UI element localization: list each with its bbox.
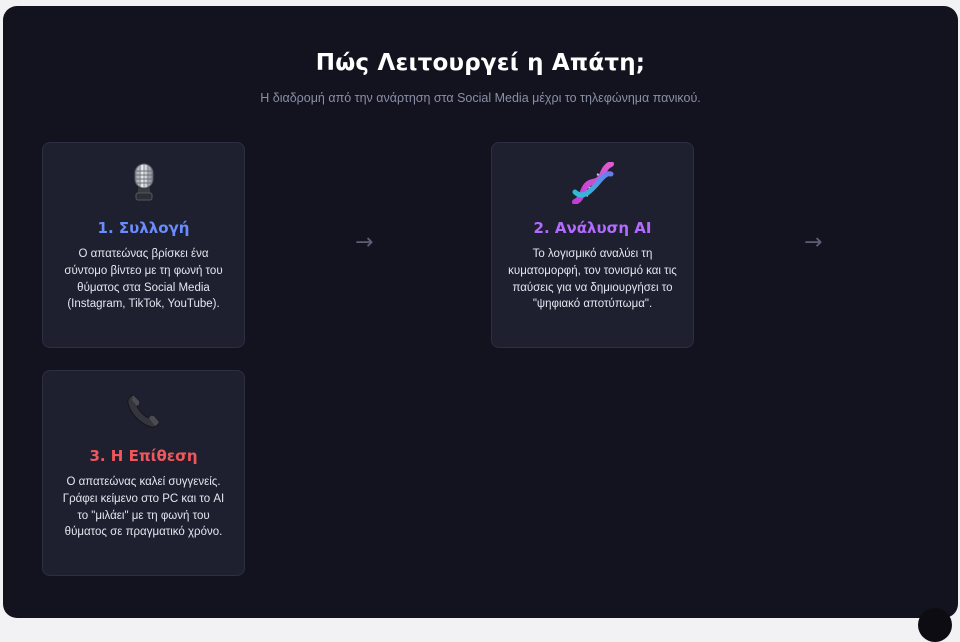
floating-action-button[interactable]: [918, 608, 952, 642]
telephone-icon: [43, 389, 244, 433]
step-card-ai-analysis: 2. Ανάλυση AI Το λογισμικό αναλύει τη κυ…: [491, 142, 694, 348]
step-title: 2. Ανάλυση AI: [533, 219, 652, 237]
step-description: Ο απατεώνας καλεί συγγενείς. Γράφει κείμ…: [62, 476, 225, 539]
microphone-icon: [43, 161, 244, 205]
step-card-attack: 3. Η Επίθεση Ο απατεώνας καλεί συγγενείς…: [42, 370, 245, 576]
section-subtitle: Η διαδρομή από την ανάρτηση στα Social M…: [260, 91, 701, 105]
section-title: Πώς Λειτουργεί η Απάτη;: [315, 50, 646, 76]
arrow-right-icon: →: [355, 230, 374, 255]
step-title: 1. Συλλογή: [97, 219, 190, 237]
dna-icon: [492, 161, 693, 205]
step-card-collection: 1. Συλλογή Ο απατεώνας βρίσκει ένα σύντο…: [42, 142, 245, 348]
step-description: Το λογισμικό αναλύει τη κυματομορφή, τον…: [508, 248, 677, 311]
step-description: Ο απατεώνας βρίσκει ένα σύντομο βίντεο μ…: [64, 248, 223, 311]
step-title: 3. Η Επίθεση: [89, 447, 198, 465]
how-it-works-section: Πώς Λειτουργεί η Απάτη; Η διαδρομή από τ…: [3, 6, 958, 618]
arrow-right-icon: →: [804, 230, 823, 255]
